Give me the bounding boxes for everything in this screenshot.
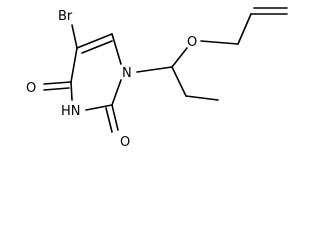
- bromine-label: Br: [58, 9, 73, 24]
- bond-n1-ch: [136, 66, 173, 73]
- bond-n1-c2: [111, 79, 122, 106]
- ring-nitrogen-label: N: [122, 66, 132, 81]
- bond-ch2-ch: [237, 13, 252, 45]
- bond-o-ch2: [200, 40, 239, 45]
- ketone-oxygen-label: O: [26, 81, 36, 96]
- bond-c2-o-double: [105, 107, 113, 133]
- bond-ch-o: [171, 47, 188, 68]
- bond-c2-n3: [85, 104, 113, 111]
- bond-n3-c4: [70, 81, 73, 101]
- bond-c4-c5: [70, 47, 78, 83]
- bond-c6-n1: [111, 33, 122, 65]
- structure-canvas: Br O HN O N O: [26, 7, 288, 150]
- bond-c4-o-double: [43, 87, 70, 91]
- bond-c5-c6-double: [81, 40, 113, 54]
- bond-c5-c6: [76, 33, 113, 49]
- nh-label: HN: [61, 104, 81, 119]
- bond-ch-ethyl: [171, 66, 187, 97]
- bond-c2-o: [111, 104, 119, 131]
- urea-oxygen-label: O: [120, 135, 130, 150]
- chemical-structure: Br O HN O N O: [26, 7, 288, 150]
- bond-c4-o: [43, 81, 72, 85]
- bond-ethyl-ch3: [185, 95, 219, 101]
- ether-oxygen-label: O: [187, 35, 197, 50]
- bond-c5-br: [71, 24, 78, 49]
